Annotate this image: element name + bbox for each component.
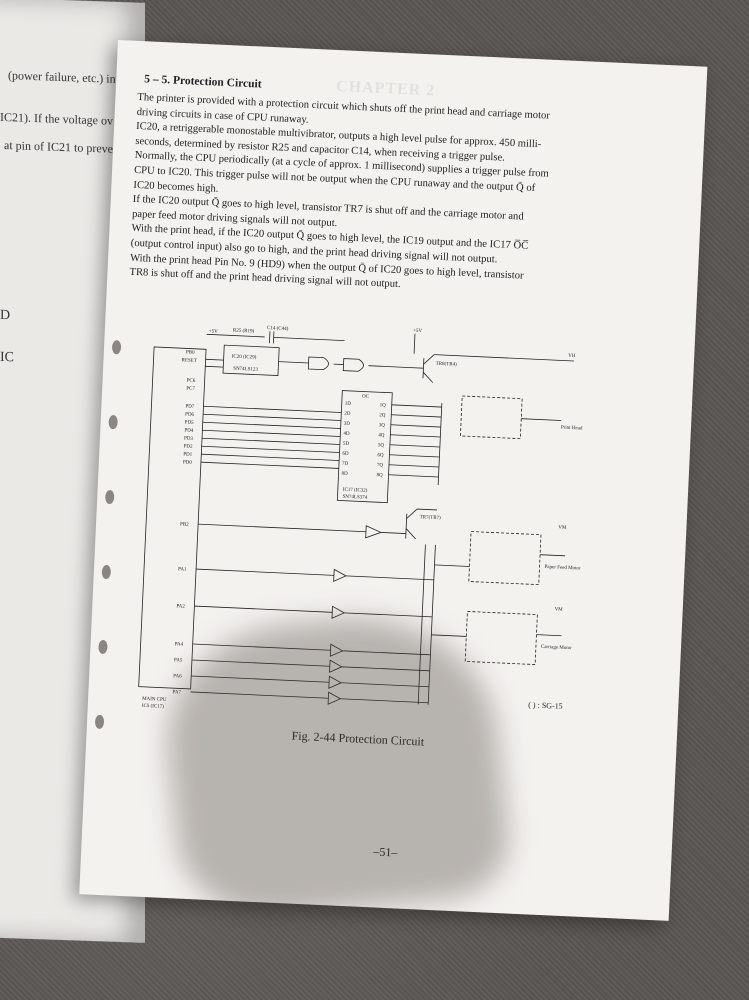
cpu-pin: PA2 (176, 604, 185, 609)
c14-label: C14 (C44) (267, 326, 289, 332)
vcc2-label: +5V (413, 329, 423, 334)
cpu-pin: PD3 (184, 436, 194, 441)
cpu-pin: PD4 (184, 428, 194, 433)
vm-label: VM (558, 525, 567, 530)
cpu-pin: PA5 (174, 658, 183, 663)
ic17-output: 3Q (379, 423, 386, 428)
cpu-pin: PC6 (186, 378, 195, 383)
carriage-label: Carriage Motor (541, 645, 572, 651)
left-fragment: (power failure, etc.) in (8, 68, 116, 86)
print-head-label: Print Head (561, 425, 583, 431)
left-fragment: D (0, 307, 11, 324)
cpu-pin: PD7 (185, 404, 195, 409)
tr8-label: TR8(TR4) (436, 362, 458, 368)
r25-label: R25 (R19) (233, 329, 255, 335)
paper-feed-label: Paper Feed Motor (544, 565, 581, 572)
section-heading: 5 – 5. Protection Circuit (143, 73, 262, 91)
paper-feed-driver (468, 531, 542, 586)
ic17-output: 8Q (376, 473, 383, 478)
cpu-pin: PB0 (186, 350, 195, 355)
legend-sg15: ( ) : SG-15 (528, 700, 563, 711)
protection-circuit-diagram: R25 (R19) C14 (C44) +5V +5V TR8(TR4) VH … (138, 326, 583, 711)
ic17-output: 1Q (380, 403, 387, 408)
ic17-block (336, 390, 393, 504)
cpu-pin: PC7 (186, 386, 195, 391)
tr7-label: TR7(TR7) (420, 515, 442, 521)
vm-label: VM (554, 607, 563, 612)
ic17-input: 8D (341, 472, 348, 477)
ic17-output: 2Q (379, 413, 386, 418)
cpu-pin: PB2 (180, 522, 189, 527)
manual-page: CHAPTER 2 5 – 5. Protection Circuit The … (79, 40, 708, 921)
ic17-output: 7Q (377, 463, 384, 468)
ic17-name: IC17 (IC32) (343, 488, 368, 494)
ic17-input: 1D (345, 402, 352, 407)
vcc-label: +5V (209, 329, 219, 334)
cpu-pin: PA1 (178, 567, 187, 572)
cpu-name: IC5 (IC17) (142, 704, 165, 710)
carriage-driver (464, 611, 538, 665)
cpu-pin: PD2 (183, 444, 193, 449)
ic17-part: SN74LS374 (342, 495, 367, 501)
cpu-pin: PD0 (183, 460, 193, 465)
body-paragraph: The printer is provided with a protectio… (129, 91, 607, 302)
ic17-input: 5D (343, 442, 350, 447)
ghost-header: CHAPTER 2 (335, 77, 436, 100)
ic17-output: 5Q (378, 443, 385, 448)
vh-label: VH (568, 354, 576, 359)
cpu-pin: PA7 (172, 690, 181, 695)
ic17-input: 4D (343, 432, 350, 437)
left-fragment: IC21). If the voltage ov (0, 109, 113, 128)
ic17-input: 6D (342, 452, 349, 457)
cpu-pin: PD1 (183, 452, 193, 457)
ic17-oc: OC (362, 394, 370, 399)
left-fragment: IC (0, 349, 14, 366)
cpu-name: MAIN CPU (142, 697, 167, 703)
ic17-output: 4Q (378, 433, 385, 438)
ic17-input: 2D (344, 412, 351, 417)
ic17-output: 6Q (377, 453, 384, 458)
print-head-driver (459, 395, 523, 440)
ic20-part: SN74LS123 (233, 367, 258, 373)
cpu-pin: PD6 (185, 412, 195, 417)
ic20-name: IC20 (IC29) (232, 354, 257, 360)
cpu-pin: RESET (181, 358, 196, 364)
cpu-pin: PA4 (175, 642, 184, 647)
cpu-pin: PD5 (185, 420, 195, 425)
ic17-input: 7D (342, 462, 349, 467)
ic17-input: 3D (344, 422, 351, 427)
left-fragment: at pin of IC21 to preven (4, 137, 119, 156)
main-cpu-block (138, 346, 207, 690)
cpu-pin: PA6 (173, 674, 182, 679)
